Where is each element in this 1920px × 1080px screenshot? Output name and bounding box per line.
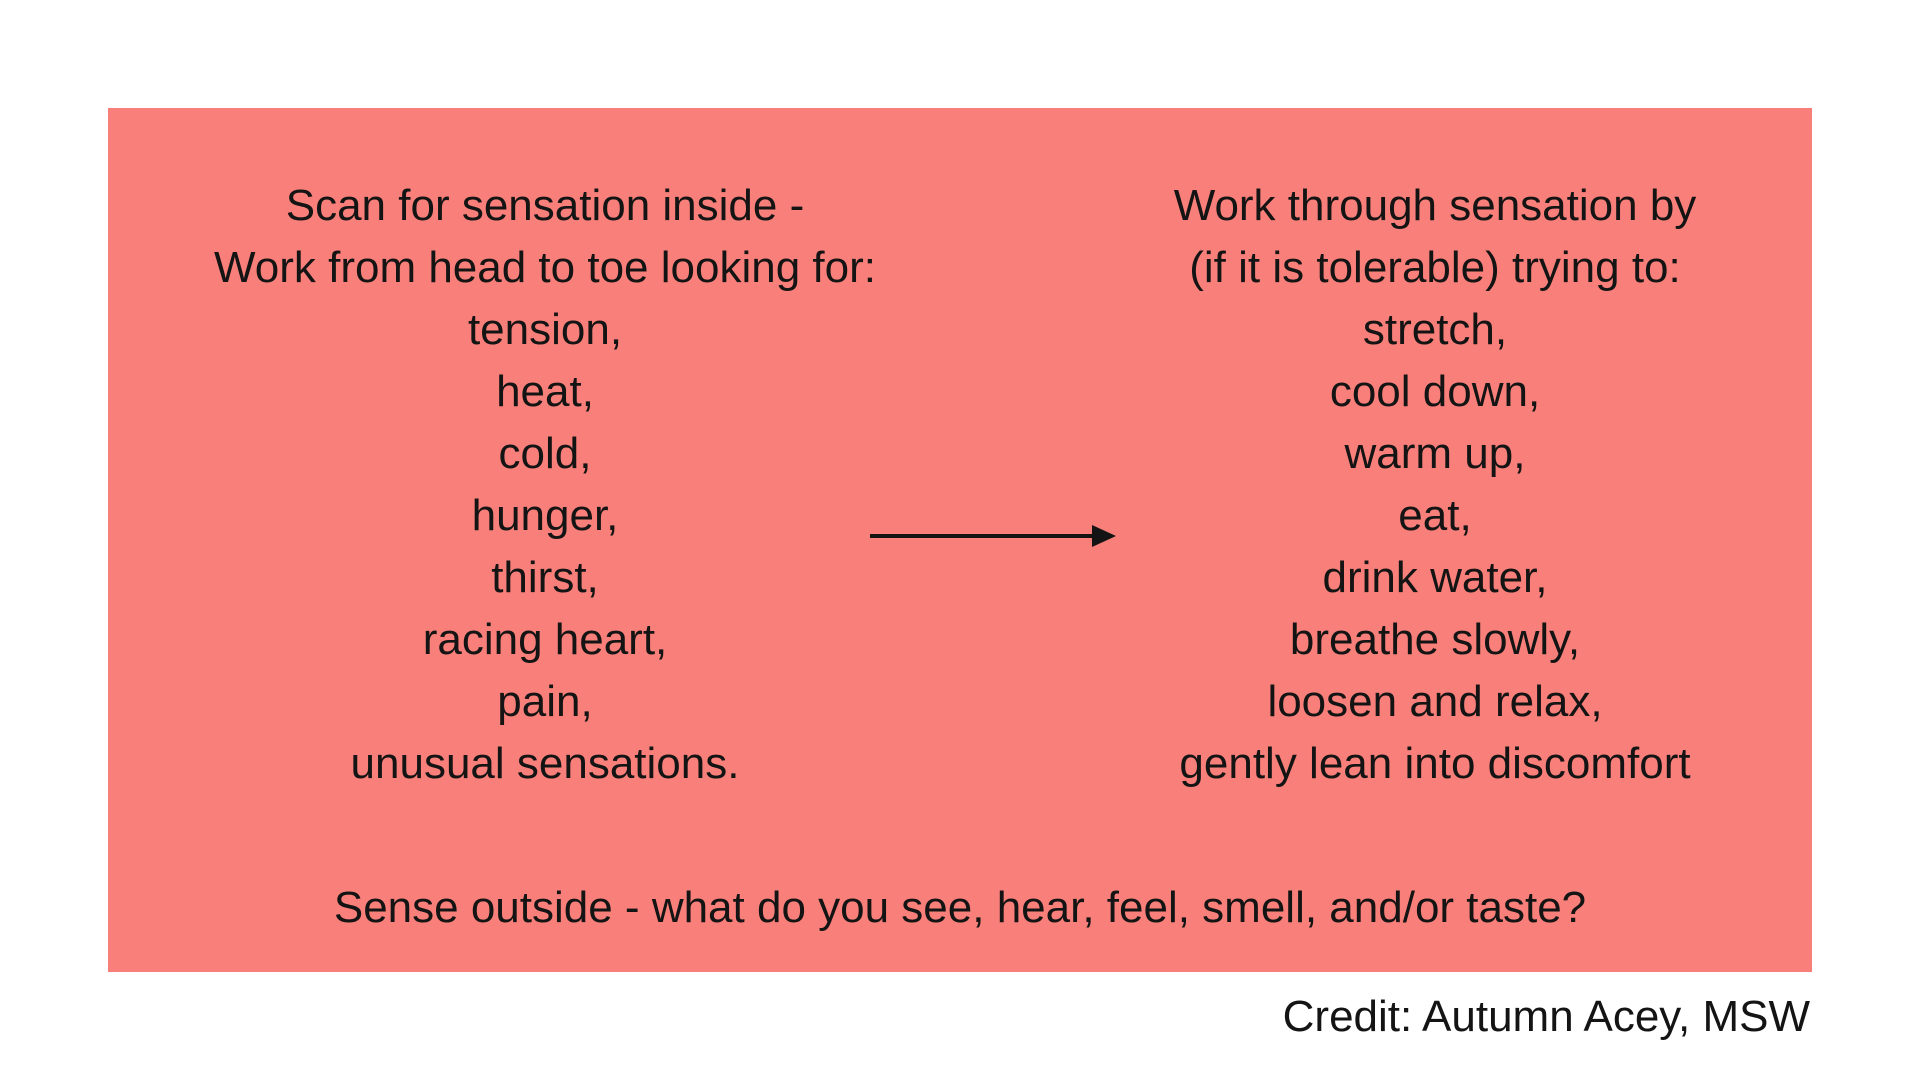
right-column-line: eat,: [1398, 491, 1472, 540]
right-column-line: loosen and relax,: [1267, 677, 1603, 726]
left-column-line: heat,: [496, 367, 594, 416]
sense-outside-line: Sense outside - what do you see, hear, f…: [333, 883, 1587, 932]
left-column-line: pain,: [497, 677, 593, 726]
left-column-line: thirst,: [491, 553, 599, 602]
left-column-line: racing heart,: [422, 615, 668, 664]
left-column-line: hunger,: [471, 491, 619, 540]
right-column-line: breathe slowly,: [1289, 615, 1581, 664]
arrow-shaft: [870, 534, 1094, 538]
left-column-line: Scan for sensation inside -: [285, 181, 805, 230]
right-column-line: stretch,: [1362, 305, 1508, 354]
right-column-line: warm up,: [1344, 429, 1526, 478]
right-column-line: Work through sensation by: [1173, 181, 1697, 230]
left-column-line: Work from head to toe looking for:: [214, 243, 876, 292]
arrow-head: [1092, 525, 1116, 547]
right-column-line: cool down,: [1329, 367, 1541, 416]
left-column-line: unusual sensations.: [350, 739, 740, 788]
pink-panel: Scan for sensation inside - Work from he…: [108, 108, 1812, 972]
right-column-line: (if it is tolerable) trying to:: [1189, 243, 1681, 292]
credit-line: Credit: Autumn Acey, MSW: [1282, 992, 1810, 1041]
right-arrow-icon: [870, 525, 1116, 547]
left-column-line: cold,: [498, 429, 592, 478]
right-column-line: drink water,: [1322, 553, 1548, 602]
right-column-line: gently lean into discomfort: [1179, 739, 1691, 788]
scan-inside-block: Scan for sensation inside - Work from he…: [214, 175, 876, 795]
left-column-line: tension,: [467, 305, 623, 354]
work-through-block: Work through sensation by (if it is tole…: [1174, 175, 1697, 795]
